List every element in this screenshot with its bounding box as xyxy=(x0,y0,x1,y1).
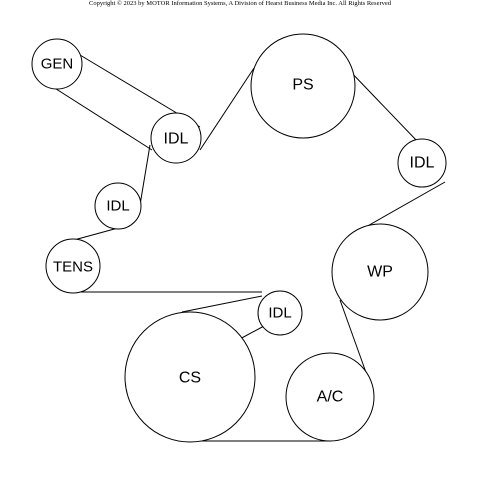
pulley-cs-label: CS xyxy=(179,370,201,387)
pulley-idl-top-label: IDL xyxy=(164,131,189,148)
pulley-gen-circle xyxy=(31,38,83,90)
copyright-notice: Copyright © 2023 by MOTOR Information Sy… xyxy=(89,0,391,7)
belt-segment-wp-ac xyxy=(339,299,369,379)
belt-segment-cs-idl-lower-a xyxy=(181,295,263,313)
pulley-ps-label: PS xyxy=(292,77,313,94)
pulley-idl-lower-circle xyxy=(257,290,303,336)
pulley-ac: A/C xyxy=(285,352,375,442)
pulley-idl-lower: IDL xyxy=(257,290,303,336)
belt-segment-tens-idl-left xyxy=(73,227,119,241)
pulley-gen: GEN xyxy=(31,38,83,90)
pulley-tens-label: TENS xyxy=(53,259,93,276)
pulley-ps: PS xyxy=(250,33,356,139)
pulley-gen-label: GEN xyxy=(41,56,74,73)
pulley-tens: TENS xyxy=(45,238,101,294)
pulley-wp-circle xyxy=(331,223,429,321)
pulley-ac-circle xyxy=(285,352,375,442)
belt-segment-idl-ps xyxy=(199,67,255,151)
belt-segment-ps-idl-right xyxy=(346,67,419,143)
pulley-idl-top-circle xyxy=(150,112,202,164)
pulley-idl-right-label: IDL xyxy=(410,155,435,172)
pulley-wp-label: WP xyxy=(367,264,393,281)
pulley-cs: CS xyxy=(124,311,256,443)
pulley-idl-top: IDL xyxy=(150,112,202,164)
pulley-idl-left-label: IDL xyxy=(106,198,129,215)
pulley-ps-circle xyxy=(250,33,356,139)
pulley-cs-circle xyxy=(124,311,256,443)
belt-segment-gen-idl-inner xyxy=(41,79,153,151)
pulley-wp: WP xyxy=(331,223,429,321)
belt-segment-idl-right-wp xyxy=(363,181,446,229)
pulley-tens-circle xyxy=(45,238,101,294)
belt-segment-idl-left-idl-top xyxy=(139,144,151,206)
pulley-idl-lower-label: IDL xyxy=(268,305,291,322)
pulley-ac-label: A/C xyxy=(317,389,344,406)
pulley-idl-left: IDL xyxy=(94,182,142,230)
pulley-idl-left-circle xyxy=(94,182,142,230)
pulley-idl-right: IDL xyxy=(397,138,447,188)
pulley-idl-right-circle xyxy=(397,138,447,188)
